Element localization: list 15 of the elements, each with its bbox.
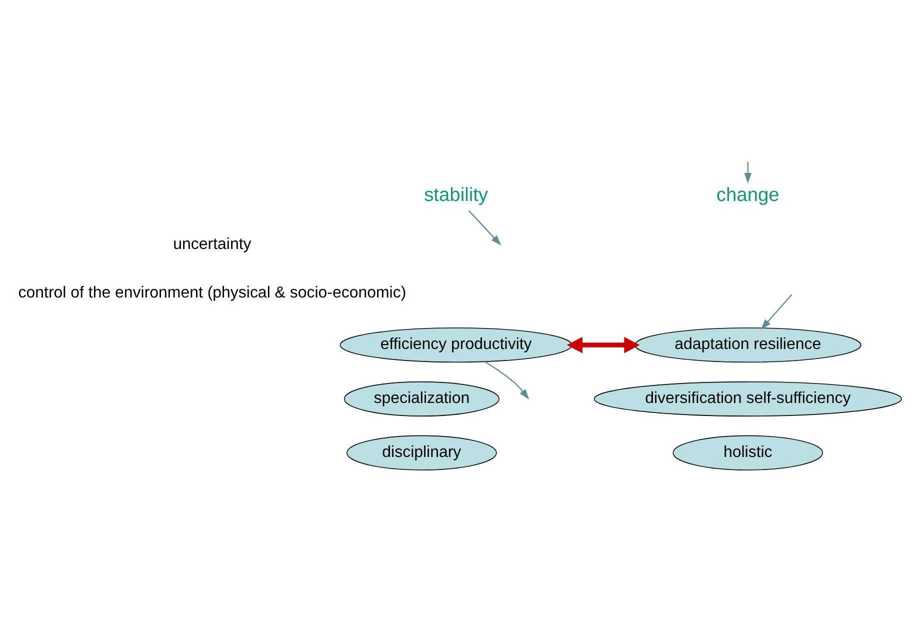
node-ellipse: holistic bbox=[672, 434, 824, 470]
node-ellipse: disciplinary bbox=[346, 434, 497, 470]
node-text: stability bbox=[424, 184, 488, 206]
arrow bbox=[484, 360, 530, 399]
node-ellipse: efficiency productivity bbox=[340, 327, 572, 362]
node-ellipse: diversification self-sufficiency bbox=[594, 380, 902, 416]
arrow bbox=[566, 336, 640, 353]
node-ellipse: adaptation resilience bbox=[634, 327, 862, 362]
node-text: uncertainty bbox=[173, 235, 252, 252]
arrow bbox=[760, 294, 792, 329]
node-text: change bbox=[716, 184, 780, 206]
node-text: control of the environment (physical & socio-economic) bbox=[18, 284, 406, 302]
node-ellipse: specialization bbox=[344, 380, 500, 416]
arrow bbox=[744, 161, 752, 183]
arrow bbox=[468, 210, 502, 245]
